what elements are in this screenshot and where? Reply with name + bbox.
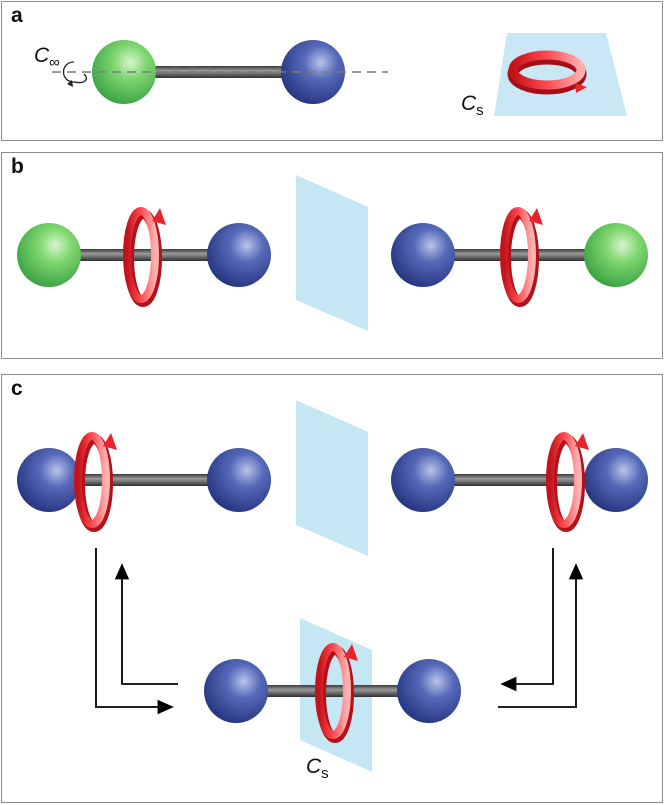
- panel-a-cs-symbol: Cs: [461, 33, 627, 119]
- rotation-ring-icon: [123, 207, 159, 303]
- arrow-icon: [575, 433, 589, 450]
- panel-c-label: c: [11, 377, 23, 400]
- arrow-icon: [575, 83, 587, 93]
- rotation-ring-icon: [500, 207, 536, 303]
- panel-c-right-molecule: [391, 432, 648, 532]
- blue-atom: [207, 448, 271, 512]
- blue-atom: [207, 223, 271, 287]
- bond: [70, 474, 218, 486]
- bond: [447, 474, 597, 486]
- green-atom: [92, 40, 156, 104]
- panel-a-label: a: [11, 4, 23, 27]
- blue-atom: [397, 659, 461, 723]
- arrow-icon: [498, 563, 584, 708]
- arrow-icon: [529, 208, 543, 225]
- green-atom: [17, 223, 81, 287]
- blue-atom: [584, 448, 648, 512]
- arrow-icon: [103, 433, 117, 450]
- arrow-icon: [152, 208, 166, 225]
- arrow-icon: [344, 644, 358, 661]
- arrow-icon: [114, 563, 178, 685]
- green-atom: [584, 223, 648, 287]
- rotation-ring-icon: [546, 432, 582, 528]
- conversion-arrows: [95, 548, 584, 715]
- panel-a-molecule: C∞: [34, 40, 388, 104]
- blue-atom: [391, 448, 455, 512]
- rotation-ring-icon: [508, 50, 586, 90]
- panel-c-left-molecule: [17, 432, 271, 532]
- arrow-icon: [95, 548, 174, 715]
- cs-label: Cs: [306, 755, 329, 782]
- blue-atom: [17, 448, 81, 512]
- arrow-icon: [67, 80, 73, 87]
- bond: [447, 249, 597, 261]
- rotation-ring-icon: [74, 432, 110, 528]
- blue-atom: [391, 223, 455, 287]
- axis-rotation-arrow-icon: [62, 61, 88, 84]
- cs-label: Cs: [461, 92, 484, 119]
- bond: [257, 685, 409, 697]
- mirror-plane-icon: [296, 400, 368, 556]
- panel-b-left-molecule: [17, 207, 271, 307]
- rotation-ring-icon: [315, 643, 351, 739]
- panel-b-right-molecule: [391, 207, 648, 307]
- panel-b-label: b: [11, 155, 24, 178]
- mirror-plane-icon: [296, 175, 368, 331]
- panel-c-bottom-molecule: Cs: [204, 618, 461, 782]
- blue-atom: [204, 659, 268, 723]
- c-infinity-label: C∞: [34, 44, 60, 71]
- bond: [70, 249, 218, 261]
- arrow-icon: [500, 548, 554, 692]
